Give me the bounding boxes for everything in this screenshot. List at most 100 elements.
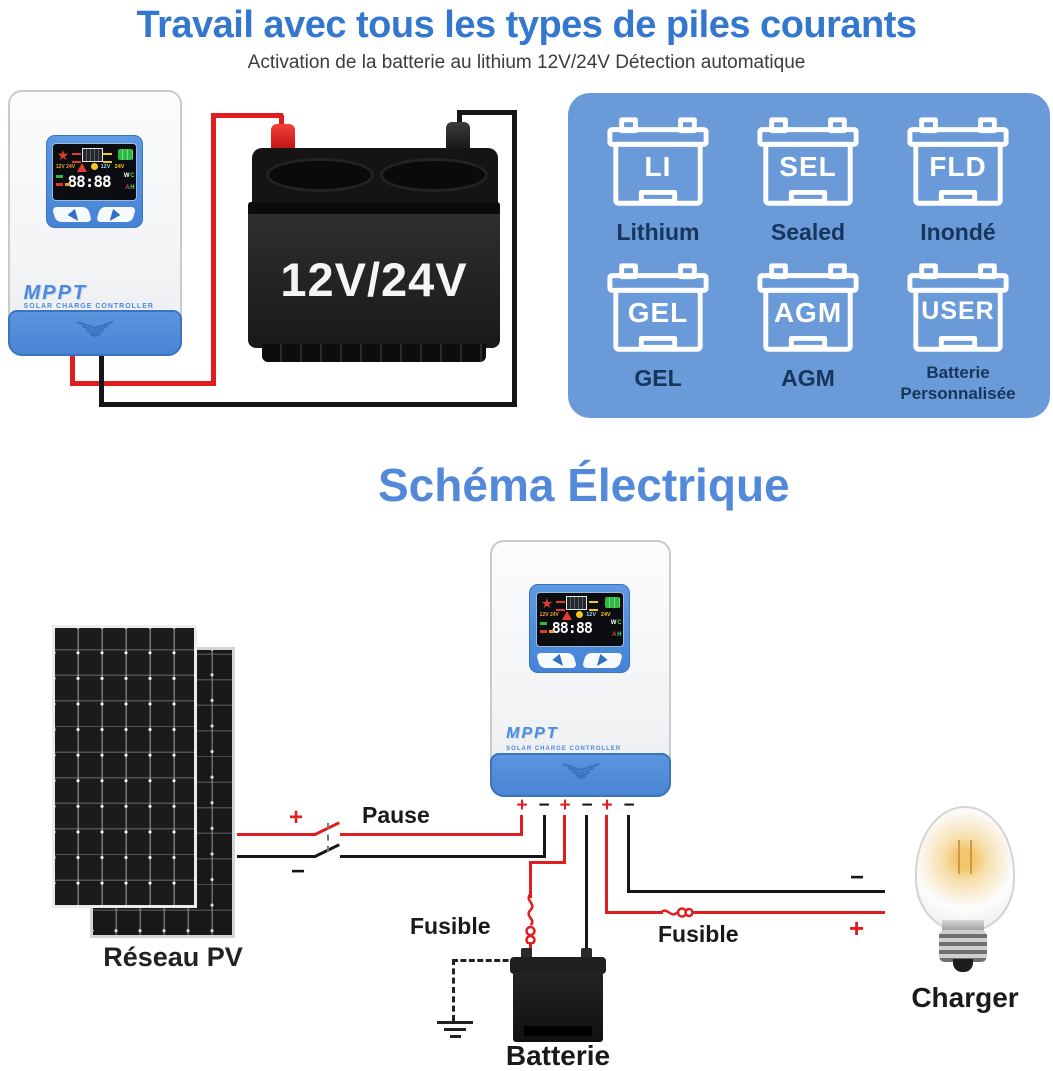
terminal-label-5: + bbox=[601, 795, 613, 816]
status-segment-icon bbox=[539, 621, 547, 625]
status-segment-icon bbox=[55, 174, 63, 178]
warning-icon bbox=[77, 163, 88, 173]
terminal1-stub bbox=[520, 815, 523, 836]
controller-screen-bezel: 12V 24V 12V 24V 88:88 W C A H bbox=[529, 583, 631, 674]
wire-battery-branch-h bbox=[529, 861, 566, 864]
wire-battery-negative-drop bbox=[457, 110, 462, 128]
battery-type-label: GEL bbox=[634, 365, 682, 391]
terminal-label-2: − bbox=[538, 795, 550, 816]
terminal4-stub bbox=[585, 815, 588, 960]
page-subtitle: Activation de la batterie au lithium 12V… bbox=[247, 52, 806, 73]
lcd-digits: 88:88 bbox=[551, 619, 593, 638]
battery-type-gel: GEL GEL bbox=[588, 261, 728, 392]
battery-level-icon bbox=[604, 596, 620, 608]
lcd-amp-unit: A bbox=[612, 632, 617, 639]
left-arrow-button[interactable] bbox=[52, 206, 93, 223]
flow-arrow-icon bbox=[103, 152, 113, 163]
lcd-24v: 24V bbox=[114, 164, 125, 171]
lcd-12v: 12V bbox=[586, 611, 597, 618]
light-bulb-icon bbox=[915, 806, 1015, 932]
warning-icon bbox=[562, 610, 573, 620]
wire-controller-positive-run bbox=[70, 381, 216, 386]
pv-minus-sign: − bbox=[291, 858, 306, 885]
schematic-battery-foot bbox=[524, 1026, 592, 1036]
solar-panel-icon bbox=[81, 148, 103, 163]
status-segment-icon bbox=[549, 629, 555, 633]
ground-wire-vertical bbox=[452, 959, 455, 1021]
lcd-watt-unit: W bbox=[123, 172, 130, 179]
right-arrow-button[interactable] bbox=[581, 652, 624, 668]
solar-panel-icon bbox=[566, 596, 588, 611]
load-plus-sign: + bbox=[849, 913, 865, 943]
lcd-celsius-unit: C bbox=[617, 619, 622, 626]
controller-screen-bezel: 12V 24V 12V 24V 88:88 W C A H bbox=[45, 135, 143, 228]
wire-battery-positive-drop bbox=[279, 115, 284, 131]
wire-load-positive-run bbox=[691, 911, 885, 914]
lcd-volt-labels: 12V 24V bbox=[55, 164, 76, 171]
ground-icon bbox=[437, 1021, 473, 1024]
battery-label: Batterie bbox=[505, 1040, 611, 1071]
mppt-controller-schematic: 12V 24V 12V 24V 88:88 W C A H MPPT SOLAR… bbox=[490, 540, 671, 797]
pv-plus-sign: + bbox=[289, 804, 304, 831]
flow-arrow-icon bbox=[556, 600, 566, 611]
battery-type-label: AGM bbox=[781, 365, 835, 391]
charger-label: Charger bbox=[911, 982, 1019, 1013]
terminal2-stub bbox=[543, 815, 546, 858]
battery-outline-icon: USER bbox=[904, 261, 1012, 358]
battery-type-code: LI bbox=[644, 150, 672, 182]
status-segment-icon bbox=[539, 629, 547, 633]
battery-type-label: Batterie Personnalisée bbox=[900, 363, 1016, 404]
wire-battery-branch-v bbox=[529, 861, 532, 898]
flow-arrow-icon bbox=[71, 152, 81, 163]
lcd-celsius-unit: C bbox=[130, 172, 135, 179]
status-segment-icon bbox=[64, 183, 70, 187]
switch-linkage bbox=[327, 823, 329, 852]
battery-type-code: GEL bbox=[627, 296, 689, 328]
load-minus-sign: − bbox=[850, 864, 865, 891]
controller-buttons bbox=[52, 206, 137, 223]
lcd-display: 12V 24V 12V 24V 88:88 W C A H bbox=[52, 143, 138, 201]
terminal6-stub bbox=[627, 815, 630, 893]
sun-icon bbox=[57, 149, 69, 160]
battery-type-agm: AGM AGM bbox=[738, 261, 878, 392]
page-title: Travail avec tous les types de piles cou… bbox=[136, 4, 917, 46]
battery-type-fld: FLD Inondé bbox=[888, 115, 1028, 246]
right-arrow-button[interactable] bbox=[96, 206, 137, 223]
battery-type-code: AGM bbox=[773, 296, 843, 328]
battery-type-code: FLD bbox=[929, 150, 987, 182]
bulb-filament bbox=[958, 840, 972, 874]
bulb-contact-tip bbox=[953, 959, 973, 972]
battery-cap-right bbox=[380, 158, 488, 192]
status-segment-icon bbox=[55, 183, 63, 187]
battery-types-panel: LI Lithium SEL Sealed FLD I bbox=[568, 93, 1050, 418]
sun-icon bbox=[541, 598, 553, 609]
battery-type-li: LI Lithium bbox=[588, 115, 728, 246]
solar-panel-front bbox=[52, 625, 197, 908]
wire-load-negative-run bbox=[627, 890, 885, 893]
bulb-icon bbox=[575, 610, 583, 618]
wire-controller-negative-run bbox=[99, 402, 517, 407]
lcd-24v: 24V bbox=[600, 611, 611, 618]
vent-icon bbox=[562, 762, 599, 779]
fuse-icon bbox=[661, 907, 693, 918]
schematic-battery-lid bbox=[510, 957, 606, 974]
lcd-12v: 12V bbox=[100, 164, 111, 171]
battery-type-sel: SEL Sealed bbox=[738, 115, 878, 246]
flow-arrow-icon bbox=[588, 600, 598, 611]
battery-level-icon bbox=[117, 148, 133, 160]
battery-type-label: Inondé bbox=[920, 219, 996, 245]
battery-outline-icon: AGM bbox=[754, 261, 862, 358]
controller-buttons bbox=[535, 652, 624, 668]
terminal-label-6: − bbox=[623, 795, 635, 816]
left-arrow-icon bbox=[66, 208, 79, 221]
right-arrow-icon bbox=[596, 654, 609, 667]
terminal5-stub bbox=[605, 815, 608, 914]
wire-pv-positive bbox=[237, 833, 316, 836]
pv-array-label: Réseau PV bbox=[103, 942, 243, 972]
brand-subtitle: SOLAR CHARGE CONTROLLER bbox=[506, 745, 622, 752]
lcd-amp-unit: A bbox=[125, 185, 130, 192]
battery-foot bbox=[262, 344, 486, 362]
bulb-screw-base bbox=[939, 930, 987, 962]
schematic-battery-positive-terminal bbox=[521, 948, 532, 959]
left-arrow-button[interactable] bbox=[535, 652, 578, 668]
